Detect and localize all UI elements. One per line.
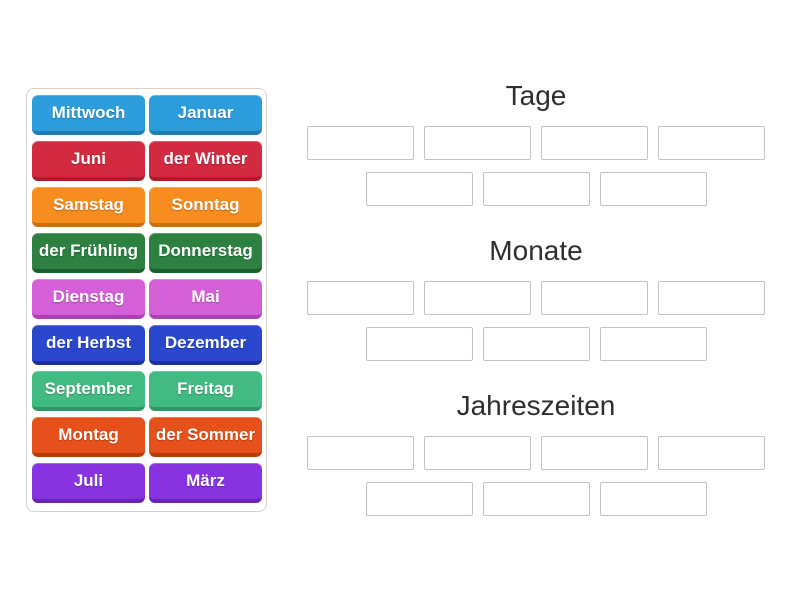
slot-row [306,327,766,361]
drop-slot[interactable] [541,281,648,315]
drop-slot[interactable] [307,126,414,160]
group-section-tage: Tage [306,80,766,206]
word-tile[interactable]: Dezember [149,325,262,365]
drop-slot[interactable] [658,281,765,315]
group-title-tage: Tage [505,80,567,111]
word-tile[interactable]: März [149,463,262,503]
word-tile[interactable]: der Sommer [149,417,262,457]
drop-slot[interactable] [482,172,590,206]
word-tile[interactable]: September [32,371,145,411]
group-slots-jahreszeiten [306,436,766,516]
word-tile[interactable]: Juli [32,463,145,503]
word-tile[interactable]: Montag [32,417,145,457]
word-tile[interactable]: Januar [149,95,262,135]
drop-slot[interactable] [658,126,765,160]
word-tile[interactable]: Mittwoch [32,95,145,135]
drop-slot[interactable] [541,126,648,160]
group-slots-monate [306,281,766,361]
slot-row [306,126,766,160]
group-title-jahreszeiten: Jahreszeiten [456,390,616,421]
drop-slot[interactable] [307,436,414,470]
drop-slot[interactable] [365,172,473,206]
groups-column: Tage Monate Jahreszeiten [306,80,766,545]
drop-slot[interactable] [365,327,473,361]
group-title-monate: Monate [489,235,583,266]
drop-slot[interactable] [424,436,531,470]
drop-slot[interactable] [658,436,765,470]
word-tile[interactable]: der Winter [149,141,262,181]
drop-slot[interactable] [424,126,531,160]
drop-slot[interactable] [599,327,707,361]
drop-slot[interactable] [599,172,707,206]
word-tile[interactable]: Samstag [32,187,145,227]
word-tile[interactable]: Sonntag [149,187,262,227]
word-tile[interactable]: Freitag [149,371,262,411]
word-tile[interactable]: Donnerstag [149,233,262,273]
group-slots-tage [306,126,766,206]
slot-row [306,172,766,206]
drop-slot[interactable] [482,327,590,361]
word-tile[interactable]: der Herbst [32,325,145,365]
word-tile[interactable]: Dienstag [32,279,145,319]
drop-slot[interactable] [307,281,414,315]
group-section-monate: Monate [306,235,766,361]
word-tile[interactable]: Juni [32,141,145,181]
word-tile[interactable]: Mai [149,279,262,319]
word-tile[interactable]: der Frühling [32,233,145,273]
group-section-jahreszeiten: Jahreszeiten [306,390,766,516]
drop-slot[interactable] [599,482,707,516]
drop-slot[interactable] [541,436,648,470]
drop-slot[interactable] [365,482,473,516]
slot-row [306,482,766,516]
slot-row [306,281,766,315]
drop-slot[interactable] [424,281,531,315]
slot-row [306,436,766,470]
drop-slot[interactable] [482,482,590,516]
